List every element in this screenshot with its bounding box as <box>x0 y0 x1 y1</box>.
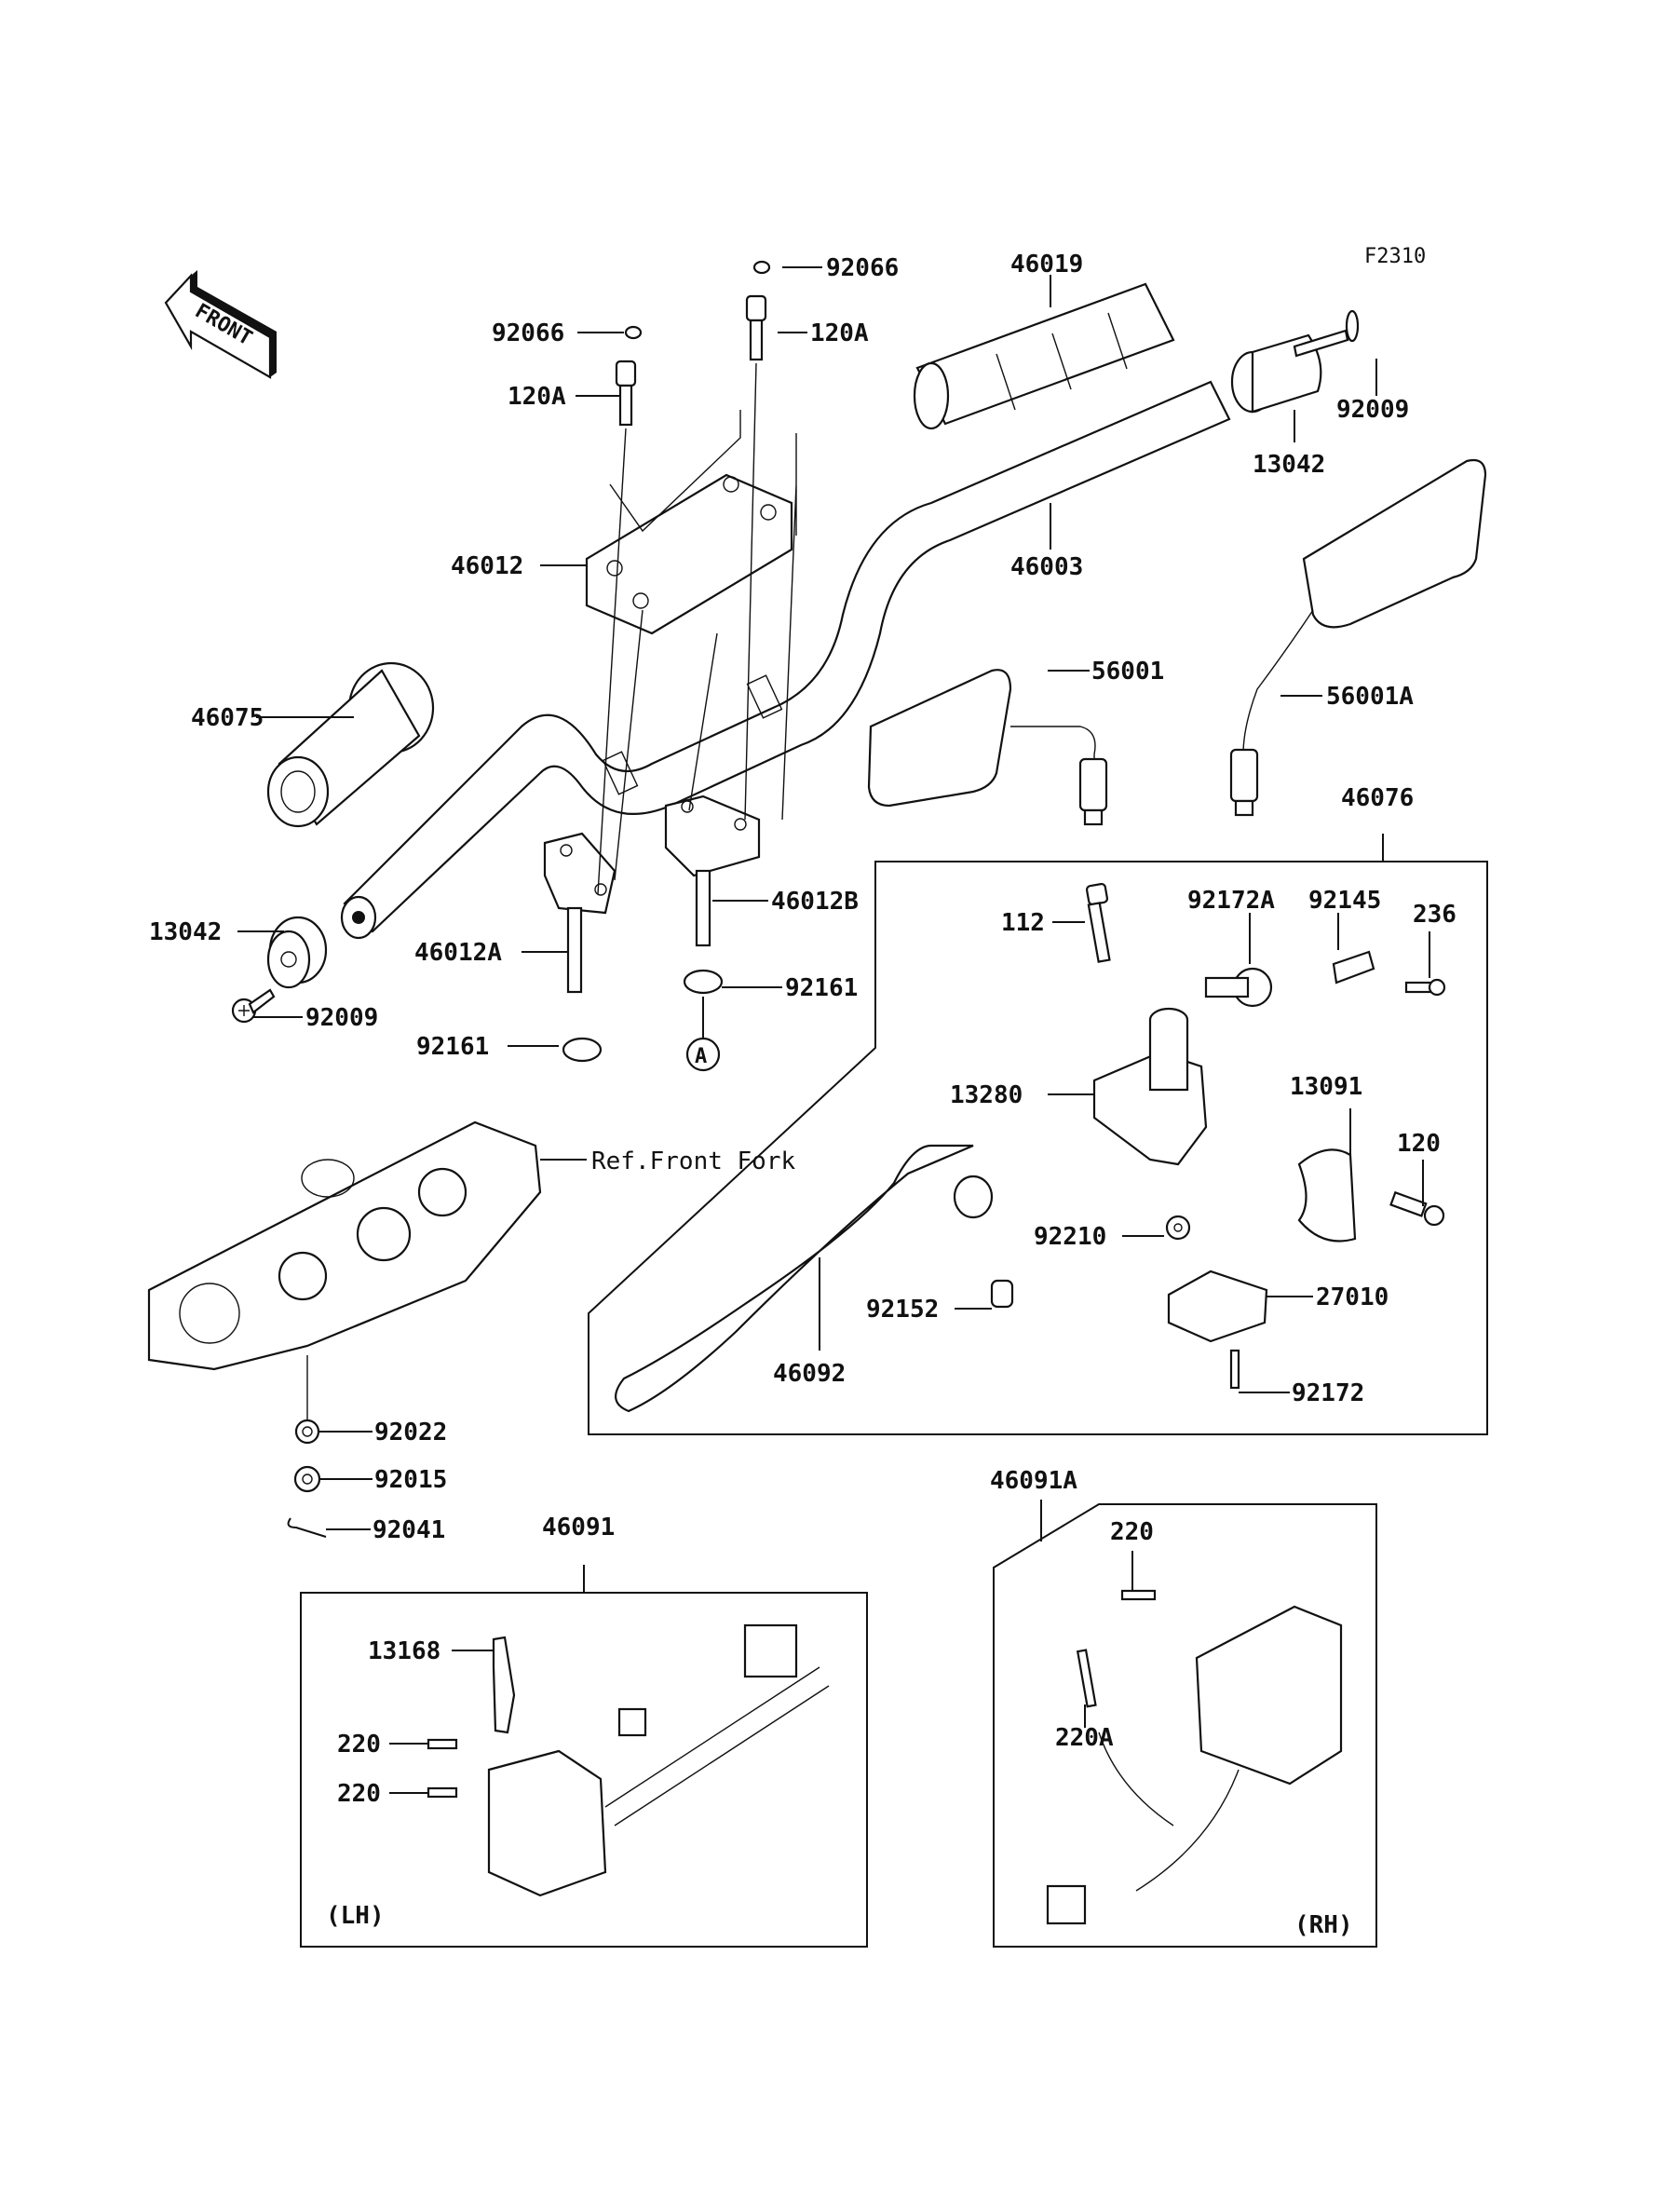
screw-220-lh-lower[interactable] <box>427 1786 458 1799</box>
screw-220-rh[interactable] <box>1120 1589 1157 1601</box>
part-label[interactable]: 56001 <box>1091 658 1164 686</box>
washer-92161-right[interactable] <box>683 969 724 995</box>
lever-bracket-13280[interactable] <box>1092 1007 1208 1166</box>
pivot-collar-92152[interactable] <box>990 1279 1014 1309</box>
part-label[interactable]: 92022 <box>374 1419 447 1446</box>
part-label[interactable]: 56001A <box>1326 683 1414 711</box>
part-label[interactable]: 46012 <box>451 552 523 580</box>
screw-236[interactable] <box>1404 978 1446 997</box>
assembly-lines <box>597 362 797 895</box>
part-label[interactable]: 92145 <box>1308 887 1381 915</box>
ref-front-fork-note: Ref.Front Fork <box>591 1148 795 1175</box>
bar-end-screw-left[interactable] <box>231 988 276 1024</box>
brake-switch-27010[interactable] <box>1167 1270 1268 1343</box>
part-label[interactable]: 46092 <box>773 1360 846 1388</box>
lever-assembly-box-46076 <box>588 861 1488 1435</box>
part-label[interactable]: 220 <box>337 1780 381 1808</box>
bolt-112[interactable] <box>1085 882 1111 963</box>
bar-end-screw-right[interactable] <box>1293 309 1360 358</box>
lh-switch-housing[interactable] <box>487 1623 830 1897</box>
part-labels: 92066 120A 92066 120A 46019 13042 92009 … <box>149 251 1456 1808</box>
part-label[interactable]: 46012B <box>771 888 859 916</box>
bolt-120A-left[interactable] <box>615 360 637 427</box>
washer-92066-right[interactable] <box>752 260 771 275</box>
part-label[interactable]: 46091A <box>990 1467 1077 1495</box>
part-label[interactable]: 120A <box>810 319 869 347</box>
svg-text:A: A <box>695 1045 707 1068</box>
part-label[interactable]: 46075 <box>191 704 264 732</box>
washer-92161-left[interactable] <box>562 1037 603 1063</box>
part-label[interactable]: 120 <box>1397 1130 1441 1158</box>
screw-220-lh-upper[interactable] <box>427 1738 458 1750</box>
top-triple-clamp <box>147 1120 542 1371</box>
cover-13168[interactable] <box>492 1636 516 1734</box>
part-label[interactable]: 92066 <box>826 254 899 282</box>
part-label[interactable]: 92152 <box>866 1296 939 1324</box>
throttle-grip-46019[interactable] <box>913 282 1175 430</box>
part-label[interactable]: 46012A <box>414 939 502 967</box>
screw-220A-rh[interactable] <box>1076 1649 1097 1708</box>
bar-end-weight-left[interactable] <box>266 916 328 989</box>
part-label[interactable]: 13280 <box>950 1081 1023 1109</box>
part-label[interactable]: 46076 <box>1341 784 1414 812</box>
clip-92145[interactable] <box>1332 950 1375 985</box>
cotter-pin-92041[interactable] <box>287 1517 327 1538</box>
rh-switch-housing[interactable] <box>1046 1605 1343 1925</box>
holder-46012B[interactable] <box>664 794 761 947</box>
rh-label: (RH) <box>1294 1911 1353 1939</box>
adjuster-92172A[interactable] <box>1204 967 1273 1008</box>
part-label[interactable]: 92172A <box>1187 887 1275 915</box>
mirror-56001[interactable] <box>867 669 1108 826</box>
part-label[interactable]: 112 <box>1001 909 1045 937</box>
bolt-120A-right[interactable] <box>745 294 767 361</box>
part-label[interactable]: 13168 <box>368 1637 440 1665</box>
part-label[interactable]: 92009 <box>1336 396 1409 424</box>
part-label[interactable]: 46003 <box>1010 553 1083 581</box>
part-label[interactable]: 46019 <box>1010 251 1083 278</box>
part-label[interactable]: 92172 <box>1292 1379 1364 1407</box>
part-label[interactable]: 92041 <box>373 1516 445 1544</box>
part-label[interactable]: 46091 <box>542 1514 615 1541</box>
rh-switch-box-46091A <box>993 1503 1377 1948</box>
leader-lines <box>237 266 1430 1794</box>
mirror-56001A[interactable] <box>1229 458 1487 817</box>
part-label[interactable]: 92009 <box>305 1004 378 1032</box>
handlebar-46003[interactable] <box>340 380 1231 940</box>
part-label[interactable]: 220A <box>1055 1724 1114 1752</box>
part-label[interactable]: 92161 <box>416 1033 489 1061</box>
part-label[interactable]: 92161 <box>785 974 858 1002</box>
part-label[interactable]: 92210 <box>1034 1223 1106 1251</box>
part-label[interactable]: 13091 <box>1290 1073 1362 1101</box>
upper-clamp-46012[interactable] <box>585 473 793 635</box>
front-arrow-icon: FRONT <box>164 270 277 379</box>
lh-label: (LH) <box>326 1902 385 1930</box>
washer-92066-left[interactable] <box>624 325 643 340</box>
part-label[interactable]: 92015 <box>374 1466 447 1494</box>
bolt-120[interactable] <box>1389 1190 1445 1227</box>
nut-92015[interactable] <box>293 1465 321 1493</box>
part-label[interactable]: 13042 <box>1253 451 1325 479</box>
part-label[interactable]: 236 <box>1413 901 1456 929</box>
part-label[interactable]: 92066 <box>492 319 564 347</box>
screw-92172[interactable] <box>1229 1349 1240 1390</box>
part-label[interactable]: 220 <box>337 1731 381 1759</box>
nut-92210[interactable] <box>1165 1215 1191 1241</box>
holder-46012A[interactable] <box>543 832 616 994</box>
left-grip-46075[interactable] <box>266 661 435 828</box>
part-label[interactable]: 120A <box>508 383 566 411</box>
clamp-13091[interactable] <box>1297 1148 1357 1243</box>
part-label[interactable]: 13042 <box>149 918 222 946</box>
ref-circle-a-1: A <box>685 997 721 1072</box>
figure-id: F2310 <box>1364 245 1426 268</box>
brake-lever-46092[interactable] <box>615 1144 994 1413</box>
part-label[interactable]: 27010 <box>1316 1283 1389 1311</box>
washer-92022[interactable] <box>294 1419 320 1445</box>
part-label[interactable]: 220 <box>1110 1518 1154 1546</box>
